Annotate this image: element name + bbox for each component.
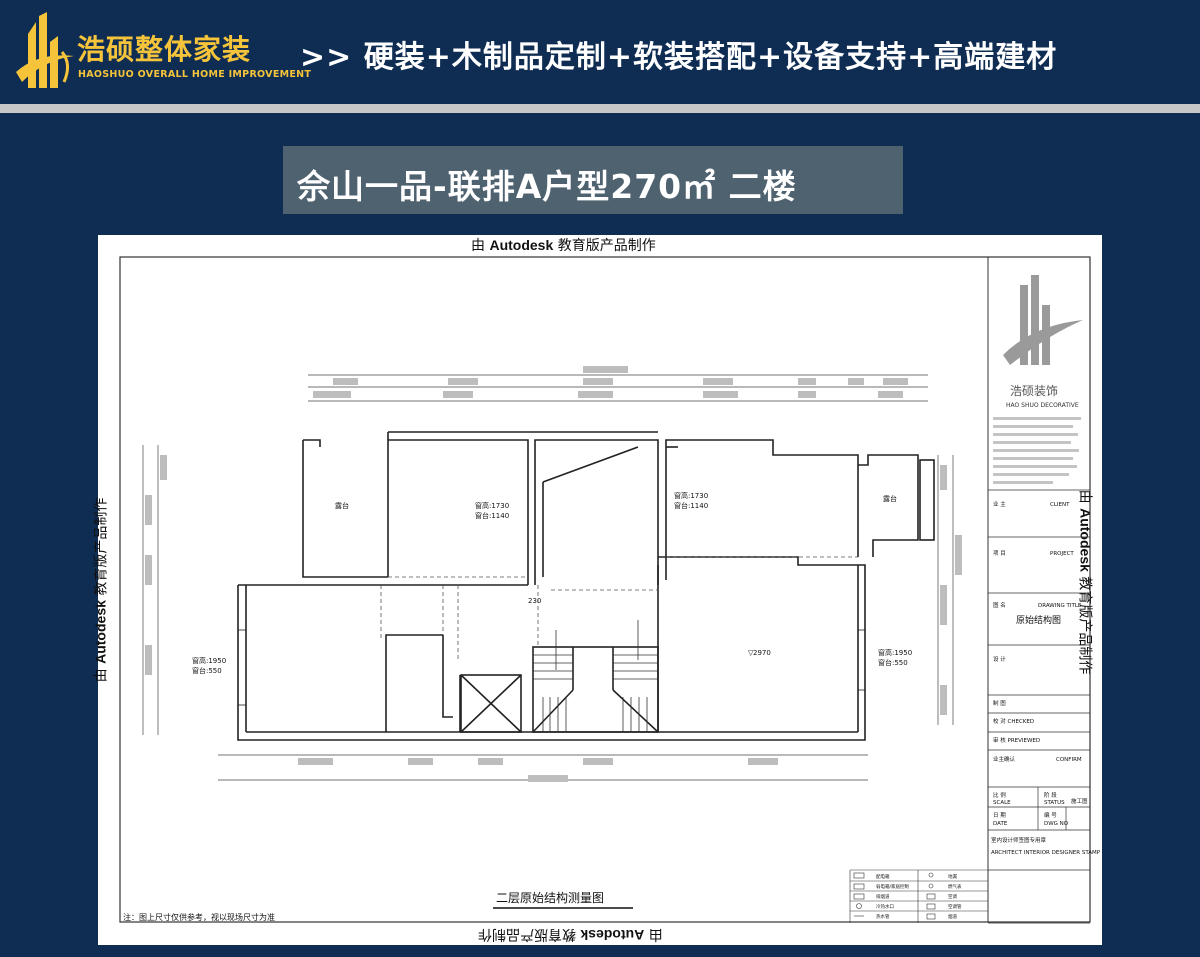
brand-name-cn: 浩硕整体家装: [77, 33, 252, 66]
stamp-label-cn: 室内设计师签图专用章: [991, 836, 1047, 844]
air-conditioner-icon: [926, 893, 936, 900]
legend-item-flue: 排烟道: [876, 893, 890, 900]
brand-name-en: HAOSHUO OVERALL HOME IMPROVEMENT: [78, 69, 312, 80]
status-label-en: STATUS: [1044, 800, 1065, 806]
title-company-cn: 浩硕装饰: [1010, 384, 1058, 398]
outer-walls: [237, 431, 935, 741]
status-label: 阶 段: [1044, 791, 1057, 799]
sheet-note: 注：图上尺寸仅供参考，视以现场尺寸为准: [123, 912, 275, 922]
level-triangle-icon: ▽: [748, 649, 754, 657]
drawing-name: 原始结构图: [1016, 614, 1061, 626]
header-banner: 浩硕整体家装 HAOSHUO OVERALL HOME IMPROVEMENT …: [0, 0, 1200, 104]
title-block: 浩硕装饰 HAO SHUO DECORATIVE: [849, 275, 1101, 924]
water-inlet-icon: [856, 903, 862, 909]
window-right-height: 窗高:1950: [878, 648, 912, 657]
window-left-height: 窗高:1950: [192, 656, 226, 665]
legend-item-hot-water: 热水管: [876, 913, 890, 920]
weak-current-box-icon: [853, 883, 865, 890]
window-top-right-height: 窗高:1730: [674, 491, 708, 500]
floor-plan-drawing: 露台 露台 窗高:1730 窗台:1140 窗高:1730 窗台:1140 窗高…: [119, 256, 1101, 924]
beam-lines: [380, 556, 858, 660]
brand-logo[interactable]: 浩硕整体家装 HAOSHUO OVERALL HOME IMPROVEMENT: [14, 12, 311, 92]
watermark-prefix: 由: [471, 238, 485, 254]
distribution-box-icon: [853, 872, 865, 879]
service-tagline: >> 硬装+木制品定制+软装搭配+设备支持+高端建材: [300, 40, 1058, 75]
project-label-cn: 项 目: [993, 550, 1006, 557]
scale-label-en: SCALE: [993, 800, 1011, 806]
scale-label: 比 例: [993, 791, 1006, 799]
chimney-icon: [926, 913, 936, 920]
title-block-logo-icon: [1003, 275, 1083, 365]
legend-item-water-inlet: 冷热水口: [876, 903, 894, 910]
dimension-blur-labels: [145, 366, 962, 782]
legend-item-ac-pipe: 空调管: [948, 903, 962, 910]
stair-value: 230: [528, 597, 541, 605]
confirm-label-en: CONFIRM: [1056, 757, 1082, 763]
window-right-sill: 窗台:550: [878, 658, 908, 667]
client-label-en: CLIENT: [1050, 502, 1070, 508]
balcony-left-label: 露台: [335, 501, 349, 510]
draft-label: 制 图: [993, 699, 1006, 707]
design-label: 设 计: [993, 655, 1006, 663]
drawing-title-label-cn: 图 名: [993, 601, 1006, 609]
watermark-top: 由 Autodesk 教育版产品制作: [471, 235, 656, 255]
window-top-left-sill: 窗台:1140: [475, 511, 509, 520]
checked-label: 校 对 CHECKED: [993, 717, 1034, 725]
title-block-grid: [988, 489, 1090, 924]
date-label-en: DATE: [993, 821, 1008, 827]
confirm-label-cn: 业主确认: [993, 755, 1016, 763]
watermark-brand: Autodesk: [489, 237, 554, 253]
status-value: 施工图: [1071, 797, 1088, 805]
title-company-en: HAO SHUO DECORATIVE: [1006, 402, 1079, 409]
project-label-en: PROJECT: [1050, 551, 1074, 557]
dimension-lines: [142, 374, 954, 781]
reviewed-label: 审 核 PREVIEWED: [993, 736, 1040, 744]
stamp-label-en: ARCHITECT INTERIOR DESIGNER STAMP: [991, 850, 1101, 856]
legend-item-distribution-box: 配电箱: [876, 873, 890, 880]
windows: [237, 629, 866, 706]
legend-grid: [849, 869, 988, 923]
legend-labels: 配电箱 弱电箱/家居控制 排烟道 冷热水口 热水管 地漏 燃气表 空调 空调管 …: [876, 873, 962, 920]
client-label-cn: 业 主: [993, 500, 1006, 508]
room-labels: 露台 露台 窗高:1730 窗台:1140 窗高:1730 窗台:1140 窗高…: [192, 491, 912, 675]
flue-icon: [853, 893, 865, 900]
watermark-suffix: 教育版产品制作: [557, 238, 656, 254]
stair-treads: [533, 620, 658, 732]
level-mark: 2970: [753, 649, 771, 657]
dwg-label: 编 号: [1044, 811, 1057, 819]
dwg-label-en: DWG NO: [1044, 821, 1069, 827]
floor-drain-icon: [928, 872, 934, 878]
company-address-blur: [993, 417, 1081, 484]
date-label: 日 期: [993, 812, 1006, 819]
legend-item-gas-meter: 燃气表: [948, 883, 962, 890]
balcony-right-label: 露台: [883, 494, 897, 503]
sheet-border: [119, 256, 1091, 923]
legend-item-air-conditioner: 空调: [948, 893, 957, 900]
page-title: 佘山一品-联排A户型270㎡ 二楼: [297, 167, 797, 206]
window-left-sill: 窗台:550: [192, 666, 222, 675]
building-logo-icon: [16, 12, 74, 88]
page-title-box: 佘山一品-联排A户型270㎡ 二楼: [283, 146, 903, 214]
drawing-caption: 二层原始结构测量图: [496, 890, 604, 905]
legend-item-weak-current: 弱电箱/家居控制: [876, 883, 910, 890]
header-divider: [0, 104, 1200, 113]
floor-plan-sheet: 由 Autodesk 教育版产品制作 由 Autodesk 教育版产品制作 由 …: [92, 235, 1102, 945]
ac-pipe-icon: [926, 903, 936, 910]
window-top-right-sill: 窗台:1140: [674, 501, 708, 510]
legend-item-floor-drain: 地漏: [948, 873, 957, 880]
legend-item-chimney: 烟道: [948, 913, 957, 920]
gas-meter-icon: [928, 883, 934, 889]
window-top-left-height: 窗高:1730: [475, 501, 509, 510]
drawing-title-label-en: DRAWING TITLE: [1038, 603, 1082, 609]
